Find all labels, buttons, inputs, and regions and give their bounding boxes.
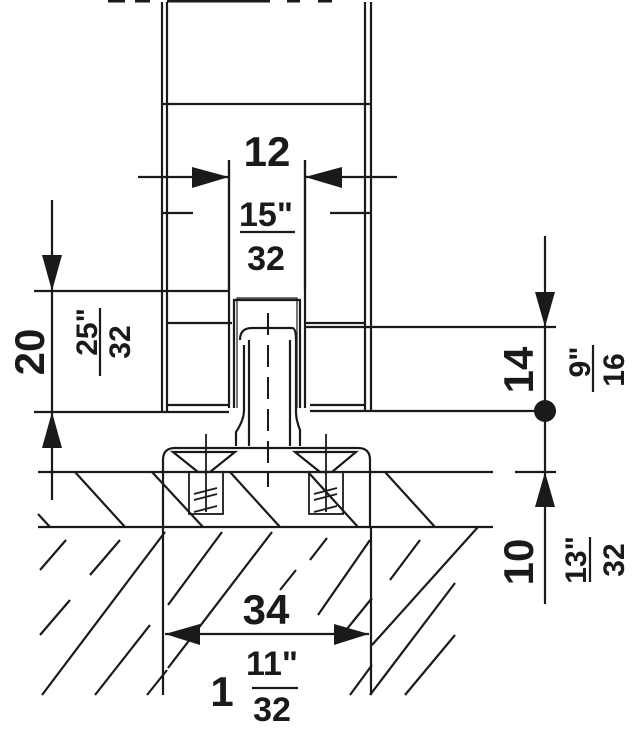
dim-20-mm: 20 (6, 329, 53, 376)
dim-12-inch-denominator: 32 (247, 240, 285, 278)
dim-14-inch-denominator: 16 (598, 353, 631, 386)
dim-10-inch-denominator: 32 (598, 543, 631, 576)
dimension-base-width: 34 1 11" 32 (165, 586, 369, 729)
dim-12-inch-numerator: 15" (239, 196, 293, 234)
dimension-guide-height: 14 9" 16 (305, 236, 631, 604)
dim-10-mm: 10 (495, 539, 542, 586)
dim-14-mm: 14 (495, 346, 542, 393)
dim-34-mm: 34 (243, 586, 290, 633)
guide-pin (234, 313, 302, 487)
dim-10-inch-numerator: 13" (560, 536, 593, 584)
floor-section (37, 470, 556, 696)
dim-14-inch-numerator: 9" (564, 347, 597, 378)
dimension-guide-width: 12 15" 32 (138, 128, 397, 290)
dimension-floor-depth: 10 13" 32 (495, 472, 631, 585)
dimension-engagement-height: 20 25" 32 (6, 200, 229, 500)
base-plate (161, 434, 372, 528)
door-panel (108, 0, 373, 412)
dim-34-inch-denominator: 32 (253, 691, 291, 729)
dim-20-inch-numerator: 25" (71, 308, 104, 356)
dim-20-inch-denominator: 32 (104, 325, 137, 358)
dim-34-inch-whole: 1 (210, 668, 233, 715)
dim-12-mm: 12 (244, 128, 291, 175)
dim-34-inch-numerator: 11" (246, 645, 298, 683)
